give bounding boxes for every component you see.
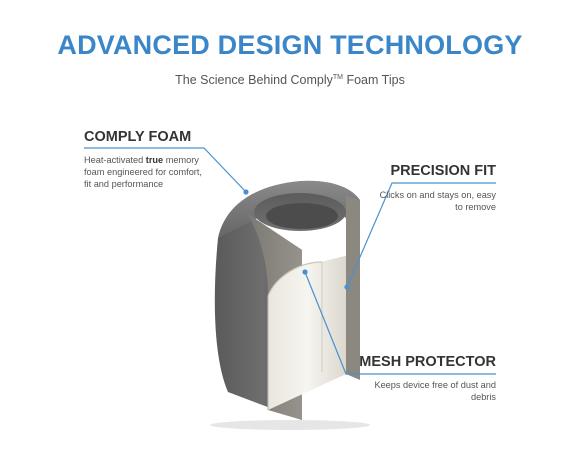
page-title: ADVANCED DESIGN TECHNOLOGY (57, 30, 523, 60)
page-subtitle: The Science Behind ComplyTM Foam Tips (175, 73, 405, 87)
trademark-mark: TM (332, 74, 343, 81)
mesh-protector-description: Keeps device free of dust and debris (374, 380, 496, 402)
foam-cut-face-right (346, 196, 360, 380)
comply-foam-title: COMPLY FOAM (84, 129, 192, 145)
precision-fit-title: PRECISION FIT (390, 163, 496, 179)
mesh-protector-core (268, 256, 346, 410)
comply-foam-leader (84, 147, 247, 193)
foam-dome-shoulder (218, 180, 360, 238)
precision-fit-description: Clicks on and stays on, easy to remove (379, 190, 496, 212)
mesh-protector-leader (304, 271, 496, 375)
precision-fit-leader (346, 182, 496, 288)
mesh-protector-title: MESH PROTECTOR (359, 354, 496, 370)
comply-foam-description: Heat-activated true memory foam engineer… (84, 155, 202, 189)
